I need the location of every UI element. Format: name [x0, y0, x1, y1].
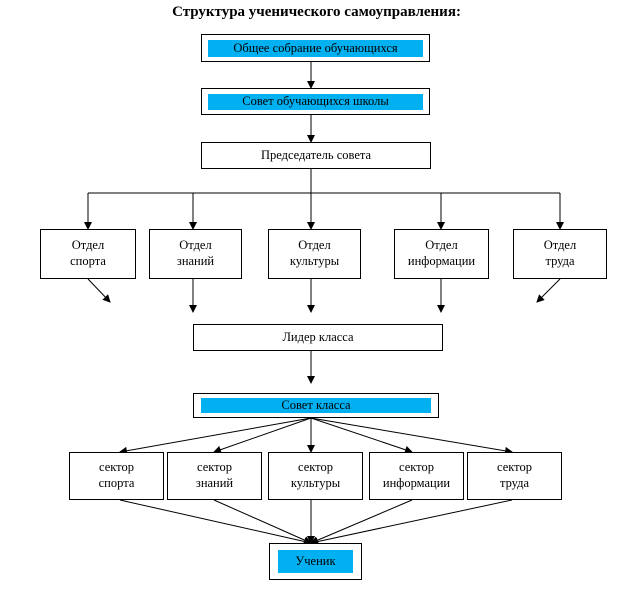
- sector-labor-line1: сектор: [497, 460, 532, 475]
- sector-sport-line2: спорта: [98, 476, 135, 490]
- sector-sport-line1: сектор: [99, 460, 134, 475]
- sector-knowledge-line1: сектор: [197, 460, 232, 475]
- department-sport-line2: спорта: [70, 254, 106, 268]
- department-info-line1: Отдел: [425, 238, 458, 253]
- department-culture: Отдел культуры: [268, 229, 361, 279]
- sector-culture: сектор культуры: [268, 452, 363, 500]
- arrow-sector-knowledge-to-student: [213, 499, 312, 544]
- sector-info: сектор информации: [369, 452, 464, 500]
- arrow-sector-sport-to-student: [119, 499, 312, 546]
- arrow-sector-info-to-student: [310, 499, 413, 544]
- sector-culture-line2: культуры: [290, 476, 341, 490]
- general-meeting-label: Общее собрание обучающихся: [208, 40, 423, 57]
- sector-info-line2: информации: [382, 476, 451, 490]
- department-labor: Отдел труда: [513, 229, 607, 279]
- sector-info-line1: сектор: [399, 460, 434, 475]
- department-knowledge: Отдел знаний: [149, 229, 242, 279]
- department-info: Отдел информации: [394, 229, 489, 279]
- general-meeting-box: Общее собрание обучающихся: [201, 34, 430, 62]
- arrow-to-sector-knowledge: [213, 417, 312, 454]
- department-sport-line1: Отдел: [71, 238, 105, 253]
- diagram-title: Структура ученического самоуправления:: [172, 4, 461, 20]
- student-label: Ученик: [278, 550, 353, 573]
- department-culture-line1: Отдел: [298, 238, 331, 253]
- class-council-label: Совет класса: [201, 398, 431, 413]
- department-culture-line2: культуры: [289, 254, 340, 268]
- sector-knowledge-line2: знаний: [195, 476, 234, 490]
- student-council-label: Совет обучающихся школы: [208, 94, 423, 110]
- arrow-dept-labor-down: [536, 278, 561, 303]
- arrow-to-sector-info: [310, 417, 413, 454]
- student-box: Ученик: [269, 543, 362, 580]
- department-knowledge-line1: Отдел: [179, 238, 212, 253]
- arrow-to-sector-sport: [119, 417, 312, 455]
- sector-labor-line2: труда: [499, 476, 530, 490]
- sector-knowledge: сектор знаний: [167, 452, 262, 500]
- class-leader-box: Лидер класса: [193, 324, 443, 351]
- department-labor-line1: Отдел: [543, 238, 577, 253]
- department-labor-line2: труда: [545, 254, 575, 268]
- department-knowledge-line2: знаний: [176, 254, 215, 268]
- student-council-box: Совет обучающихся школы: [201, 88, 430, 115]
- arrow-to-sector-labor: [310, 417, 513, 455]
- department-info-line2: информации: [407, 254, 476, 268]
- arrow-dept-sport-down: [87, 278, 111, 303]
- sector-labor: сектор труда: [467, 452, 562, 500]
- sector-sport: сектор спорта: [69, 452, 164, 500]
- class-council-box: Совет класса: [193, 393, 439, 418]
- arrow-sector-labor-to-student: [310, 499, 513, 546]
- chairman-box: Председатель совета: [201, 142, 431, 169]
- sector-culture-line1: сектор: [298, 460, 333, 475]
- department-sport: Отдел спорта: [40, 229, 136, 279]
